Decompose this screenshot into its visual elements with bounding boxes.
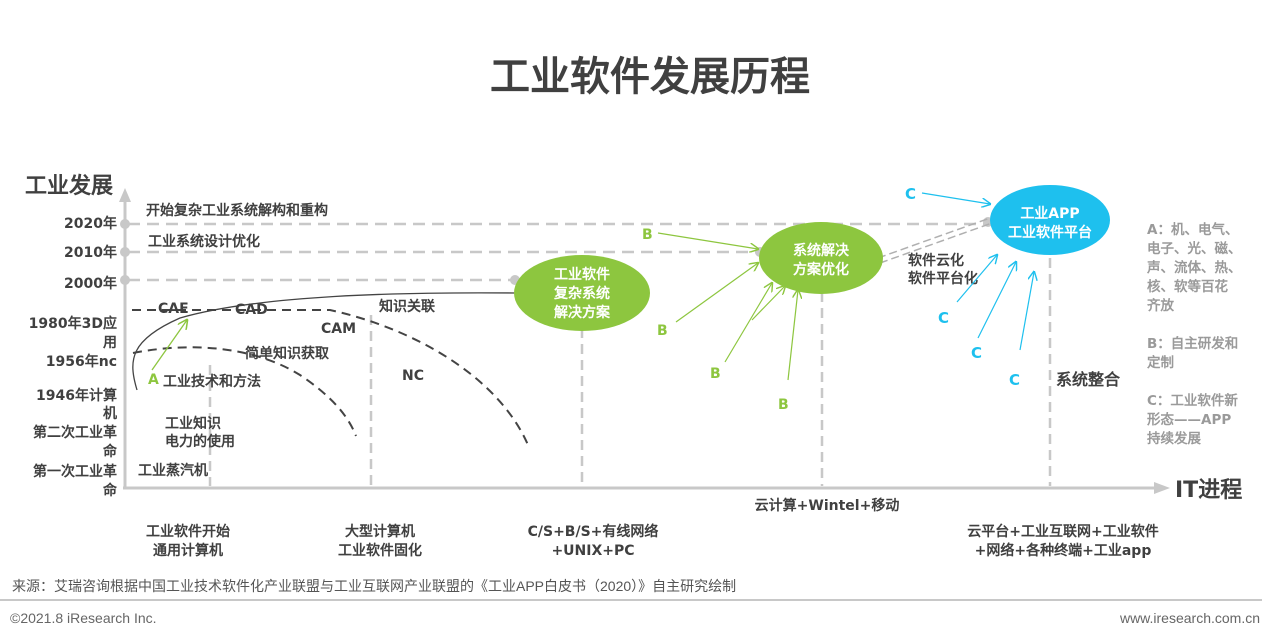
label-electricity: 电力的使用 [165,433,235,450]
copyright: ©2021.8 iResearch Inc. [10,610,157,626]
label-cam: CAM [321,321,356,337]
y-tick: 命 [102,443,118,460]
y-tick: 2010年 [64,244,117,261]
label-simple-knowledge: 简单知识获取 [245,345,330,362]
cloud-connector [877,217,993,264]
c-arrows [921,192,1034,351]
label-software-platform: 软件平台化 [908,270,978,287]
stage-dividers [208,258,1052,486]
marker-b: B [778,397,789,413]
y-axis-label: 工业发展 [25,173,113,199]
legend-a: A：机、电气、 [1147,221,1238,238]
label-nc: NC [402,368,424,384]
legend-c: 持续发展 [1147,430,1201,447]
marker-c: C [1009,371,1020,389]
node-solution-optimization: 系统解决 方案优化 [759,222,883,294]
x-stage-label: 通用计算机 [153,542,223,559]
label-industrial-knowledge: 工业知识 [165,415,221,432]
node-text: 方案优化 [793,261,849,278]
cae-cad-cam-curve [132,309,529,446]
x-stage-label: 大型计算机 [345,523,415,540]
legend-b: 定制 [1147,354,1174,371]
label-system-integration: 系统整合 [1056,370,1121,389]
x-axis-label: IT进程 [1175,478,1242,503]
y-tick: 2020年 [64,215,117,232]
node-text: 工业软件 [554,266,610,283]
y-tick: 用 [103,335,117,351]
x-axis-arrow-icon [1154,482,1170,494]
node-text: 系统解决 [793,242,850,259]
x-stage-label: 云平台+工业互联网+工业软件 [967,523,1158,540]
b-markers: B B B B [642,227,789,413]
legend-a: 声、流体、热、 [1146,259,1242,276]
a-arrow [151,320,187,371]
marker-a: A [148,372,159,388]
y-tick: 1946年计算 [36,387,117,404]
node-text: 解决方案 [554,304,611,321]
y-ticks: 2020年 2010年 2000年 1980年3D应 用 1956年nc 194… [29,215,118,499]
marker-c: C [971,344,982,362]
label-software-cloud: 软件云化 [908,252,964,269]
website-link[interactable]: www.iresearch.com.cn [1119,610,1260,626]
marker-c: C [938,309,949,327]
marker-b: B [657,323,668,339]
y-tick: 1980年3D应 [29,315,117,332]
level-label-2010: 工业系统设计优化 [148,233,260,250]
label-cae: CAE [158,301,189,317]
marker-b: B [710,366,721,382]
page-title: 工业软件发展历程 [490,54,810,100]
source-note: 来源：艾瑞咨询根据中国工业技术软件化产业联盟与工业互联网产业联盟的《工业APP白… [12,578,737,594]
node-text: 工业APP [1020,206,1079,222]
simple-knowledge-curve [132,346,357,437]
y-tick: 机 [103,405,117,422]
node-complex-solution: 工业软件 复杂系统 解决方案 [514,255,650,331]
y-tick: 第一次工业革 [33,463,117,480]
x-stage-label: +UNIX+PC [551,543,634,559]
marker-c: C [905,185,916,203]
x-stage-label: 云计算+Wintel+移动 [755,497,900,514]
c-markers: C C C C [905,185,1020,389]
legend-a: 电子、光、磁、 [1147,240,1242,257]
node-industrial-app-platform: 工业APP 工业软件平台 [990,185,1110,255]
legend: A：机、电气、 电子、光、磁、 声、流体、热、 核、软等百花 齐放 B：自主研发… [1146,221,1242,447]
level-lines [128,222,990,282]
legend-b: B：自主研发和 [1147,335,1238,352]
y-axis-arrow-icon [119,188,131,202]
stage1-labels: CAE CAD CAM 知识关联 简单知识获取 工业技术和方法 NC 工业知识 … [138,298,436,479]
node-text: 工业软件平台 [1008,224,1092,241]
y-tick: 1956年nc [46,353,117,370]
marker-b: B [642,227,653,243]
label-tech-methods: 工业技术和方法 [163,373,261,390]
x-stage-label: C/S+B/S+有线网络 [528,523,659,540]
y-tick: 命 [102,482,118,499]
x-stage-labels: 工业软件开始 通用计算机 大型计算机 工业软件固化 C/S+B/S+有线网络 +… [146,497,1159,559]
legend-a: 齐放 [1147,297,1175,314]
x-stage-label: 工业软件开始 [146,523,230,540]
x-stage-label: +网络+各种终端+工业app [975,542,1152,559]
legend-c: C：工业软件新 [1147,392,1238,409]
y-tick: 2000年 [64,275,117,292]
label-cad: CAD [235,302,268,318]
label-steam: 工业蒸汽机 [138,462,208,479]
knowledge-curve [132,292,516,391]
level-label-2020: 开始复杂工业系统解构和重构 [146,202,328,219]
node-text: 复杂系统 [553,285,610,302]
y-tick: 第二次工业革 [33,424,117,441]
b-arrows [657,232,798,381]
label-knowledge-link: 知识关联 [379,298,436,315]
x-stage-label: 工业软件固化 [338,542,422,559]
legend-a: 核、软等百花 [1147,278,1228,295]
legend-c: 形态——APP [1147,411,1231,428]
